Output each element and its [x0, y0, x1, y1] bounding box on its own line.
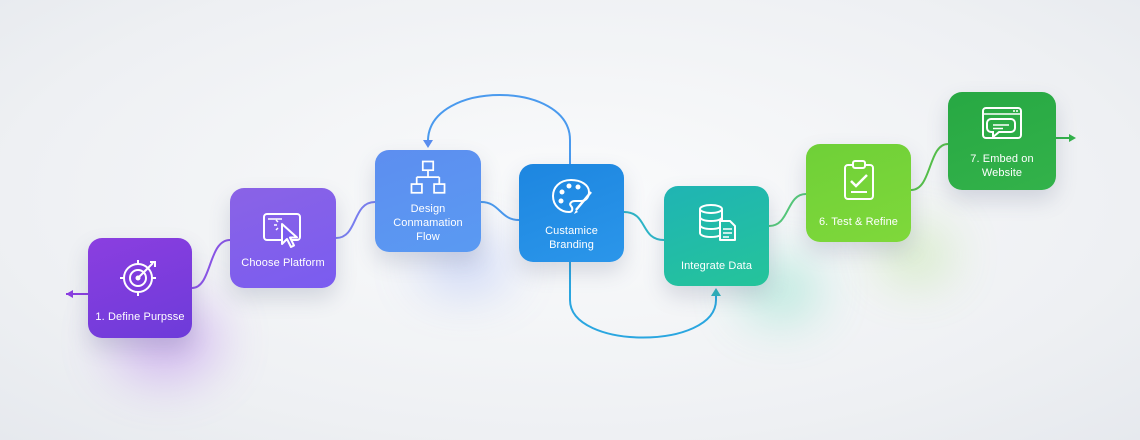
step-label: 7. Embed on Website	[970, 153, 1034, 179]
step-embed-on-website[interactable]: 7. Embed on Website	[948, 92, 1056, 190]
step-label: Custamice Branding	[545, 225, 598, 251]
step-label: Integrate Data	[680, 260, 753, 272]
chat-window-icon	[982, 107, 1022, 140]
connector-2-3	[335, 201, 376, 239]
step-label: 6. Test & Refine	[818, 216, 899, 228]
step-customize-branding[interactable]: Custamice Branding	[519, 164, 624, 262]
step-define-purpose[interactable]: 1. Define Purpsse	[88, 238, 192, 338]
connector-1-2	[191, 239, 231, 289]
connector-3-4	[480, 201, 520, 221]
step-choose-platform[interactable]: Choose Platform	[230, 188, 336, 288]
arrowhead-down-icon	[423, 140, 433, 148]
arrowhead-right-icon	[1069, 134, 1076, 142]
step-label: 1. Define Purpsse	[95, 311, 185, 323]
flowchart-icon	[410, 160, 446, 194]
arrowhead-left-icon	[66, 290, 73, 298]
step-design-conversation-flow[interactable]: Design Conmamation Flow	[375, 150, 481, 252]
connector-5-6	[768, 193, 807, 227]
database-document-icon	[698, 204, 736, 241]
step-label: Design Conmamation Flow	[393, 203, 463, 243]
connector-loop-bottom	[569, 262, 717, 339]
arrowhead-up-icon	[711, 288, 721, 296]
step-label: Choose Platform	[241, 257, 325, 269]
step-test-refine[interactable]: 6. Test & Refine	[806, 144, 911, 242]
target-icon	[120, 260, 156, 296]
connector-6-7	[910, 143, 949, 191]
clipboard-check-icon	[843, 160, 874, 200]
connector-loop-top	[427, 94, 571, 164]
cursor-window-icon	[263, 213, 301, 248]
palette-icon	[551, 178, 592, 214]
step-integrate-data[interactable]: Integrate Data	[664, 186, 769, 286]
connector-4-5	[623, 211, 665, 241]
